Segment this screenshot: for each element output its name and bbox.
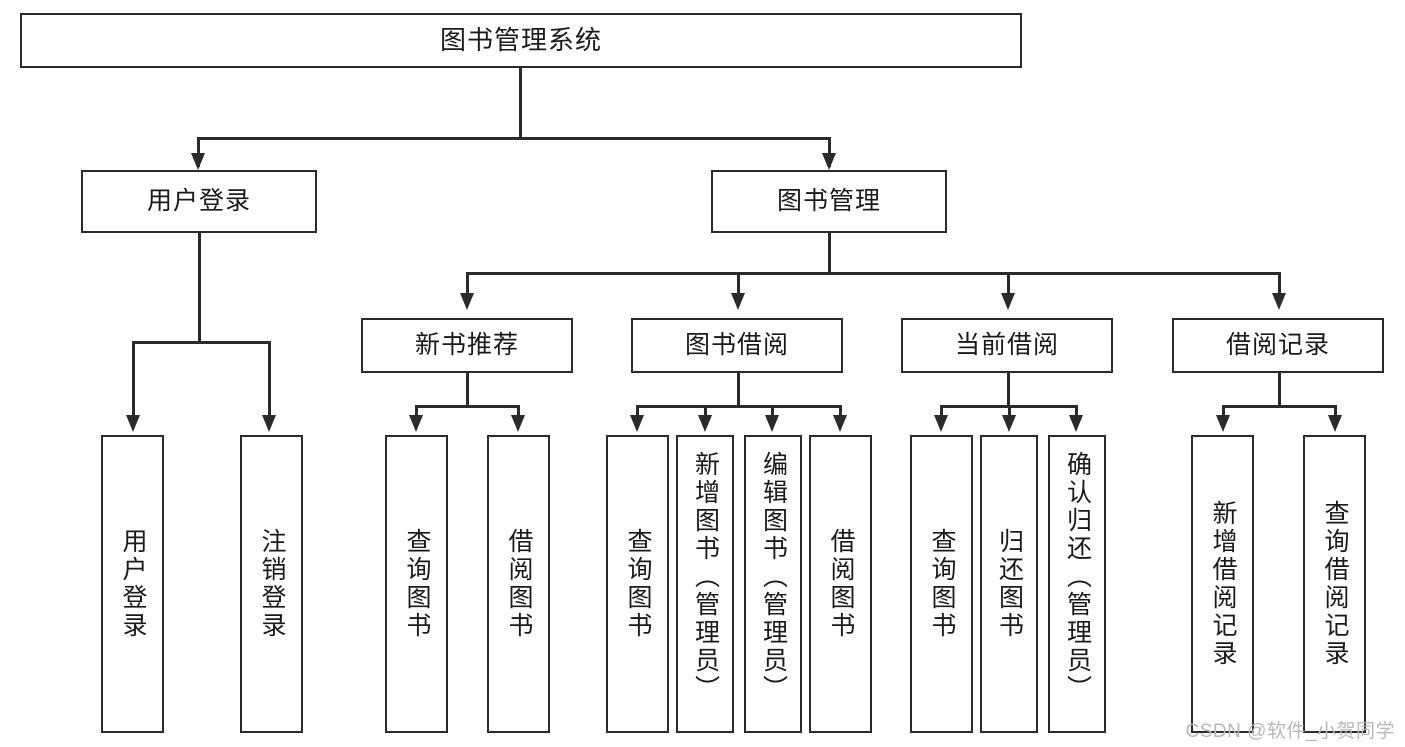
edge-bb-to-leaf-3 [771, 405, 774, 419]
edge-cb-to-leaf-1 [940, 405, 943, 419]
node-leaf-query-book-1-label: 查询图书 [403, 528, 431, 640]
arrow-bm-to-borrow-record [1272, 293, 1286, 310]
arrow-root-to-book-management [822, 153, 836, 170]
edge-bb-bus [636, 405, 841, 408]
edge-user-login-stem [198, 233, 201, 343]
node-leaf-query-book-1[interactable]: 查询图书 [385, 435, 448, 733]
arrow-bm-to-new-book-recommend [460, 293, 474, 310]
arrow-user-login-to-leaf-1 [126, 415, 140, 432]
node-leaf-add-record[interactable]: 新增借阅记录 [1191, 435, 1254, 733]
node-leaf-logout-login[interactable]: 注销登录 [240, 435, 303, 733]
edge-br-to-leaf-1 [1222, 405, 1225, 419]
edge-nbr-stem [466, 373, 469, 407]
arrow-br-to-leaf-1 [1216, 415, 1230, 432]
arrow-bb-to-leaf-4 [833, 415, 847, 432]
edge-book-management-bus [466, 272, 1280, 275]
edge-br-bus [1222, 405, 1336, 408]
node-current-borrow[interactable]: 当前借阅 [901, 318, 1113, 373]
node-leaf-query-book-3-label: 查询图书 [928, 528, 956, 640]
node-borrow-record[interactable]: 借阅记录 [1172, 318, 1384, 373]
node-leaf-query-book-2-label: 查询图书 [624, 528, 652, 640]
edge-bm-to-borrow-record [1278, 272, 1281, 297]
node-leaf-borrow-book-1-label: 借阅图书 [505, 528, 533, 640]
arrow-cb-to-leaf-2 [1002, 415, 1016, 432]
edge-user-login-bus [132, 341, 270, 344]
node-leaf-query-book-2[interactable]: 查询图书 [606, 435, 669, 733]
node-new-book-recommend[interactable]: 新书推荐 [361, 318, 573, 373]
node-book-borrow-label: 图书借阅 [684, 331, 789, 360]
node-current-borrow-label: 当前借阅 [954, 331, 1059, 360]
node-leaf-user-login-label: 用户登录 [119, 528, 147, 640]
edge-bb-to-leaf-2 [704, 405, 707, 419]
node-leaf-query-book-3[interactable]: 查询图书 [910, 435, 973, 733]
edge-cb-stem [1007, 373, 1010, 407]
edge-nbr-bus [415, 405, 519, 408]
arrow-bb-to-leaf-3 [765, 415, 779, 432]
node-leaf-confirm-return-label: 确认归还（管理员） [1063, 451, 1092, 703]
edge-bb-stem [737, 373, 740, 407]
node-leaf-logout-login-label: 注销登录 [258, 528, 286, 640]
edge-cb-to-leaf-3 [1075, 405, 1078, 419]
arrow-nbr-to-leaf-1 [409, 415, 423, 432]
edge-root-stem [519, 68, 522, 138]
arrow-bm-to-current-borrow [1001, 293, 1015, 310]
node-leaf-add-book-label: 新增图书（管理员） [691, 451, 720, 703]
arrow-nbr-to-leaf-2 [511, 415, 525, 432]
node-leaf-return-book-label: 归还图书 [995, 528, 1024, 640]
edge-bb-to-leaf-1 [636, 405, 639, 419]
arrow-user-login-to-leaf-2 [262, 415, 276, 432]
node-leaf-edit-book[interactable]: 编辑图书（管理员） [744, 435, 802, 733]
arrow-bb-to-leaf-1 [630, 415, 644, 432]
edge-br-stem [1278, 373, 1281, 407]
edge-nbr-to-leaf-1 [415, 405, 418, 419]
edge-book-management-stem [828, 233, 831, 274]
edge-user-login-to-leaf-2 [268, 341, 271, 419]
edge-br-to-leaf-2 [1334, 405, 1337, 419]
edge-root-bus [197, 137, 831, 140]
edge-cb-to-leaf-2 [1008, 405, 1011, 419]
node-book-management[interactable]: 图书管理 [711, 170, 947, 233]
node-leaf-confirm-return[interactable]: 确认归还（管理员） [1048, 435, 1106, 733]
edge-user-login-to-leaf-1 [132, 341, 135, 419]
edge-root-to-book-management [828, 137, 831, 167]
node-leaf-edit-book-label: 编辑图书（管理员） [759, 451, 788, 703]
node-leaf-borrow-book-2[interactable]: 借阅图书 [809, 435, 872, 733]
node-book-borrow[interactable]: 图书借阅 [631, 318, 843, 373]
arrow-cb-to-leaf-3 [1069, 415, 1083, 432]
edge-nbr-to-leaf-2 [517, 405, 520, 419]
edge-bm-to-new-book-recommend [466, 272, 469, 297]
arrow-bm-to-book-borrow [731, 293, 745, 310]
node-new-book-recommend-label: 新书推荐 [414, 331, 519, 360]
edge-bb-to-leaf-4 [839, 405, 842, 419]
node-borrow-record-label: 借阅记录 [1225, 331, 1330, 360]
node-root[interactable]: 图书管理系统 [20, 13, 1022, 68]
node-leaf-user-login[interactable]: 用户登录 [101, 435, 164, 733]
edge-bm-to-current-borrow [1007, 272, 1010, 297]
node-user-login[interactable]: 用户登录 [81, 170, 317, 233]
node-leaf-add-record-label: 新增借阅记录 [1209, 500, 1237, 668]
arrow-bb-to-leaf-2 [698, 415, 712, 432]
node-leaf-borrow-book-1[interactable]: 借阅图书 [487, 435, 550, 733]
node-leaf-add-book[interactable]: 新增图书（管理员） [676, 435, 734, 733]
node-book-management-label: 图书管理 [776, 187, 881, 216]
arrow-cb-to-leaf-1 [934, 415, 948, 432]
node-leaf-query-record[interactable]: 查询借阅记录 [1303, 435, 1366, 733]
arrow-root-to-user-login [191, 153, 205, 170]
node-leaf-return-book[interactable]: 归还图书 [980, 435, 1038, 733]
arrow-br-to-leaf-2 [1328, 415, 1342, 432]
node-root-label: 图书管理系统 [439, 24, 602, 55]
node-user-login-label: 用户登录 [146, 187, 251, 216]
watermark-text: CSDN @软件_小贺同学 [1185, 721, 1395, 742]
edge-bm-to-book-borrow [737, 272, 740, 297]
node-leaf-query-record-label: 查询借阅记录 [1321, 500, 1349, 668]
node-leaf-borrow-book-2-label: 借阅图书 [827, 528, 855, 640]
edge-root-to-user-login [197, 137, 200, 167]
